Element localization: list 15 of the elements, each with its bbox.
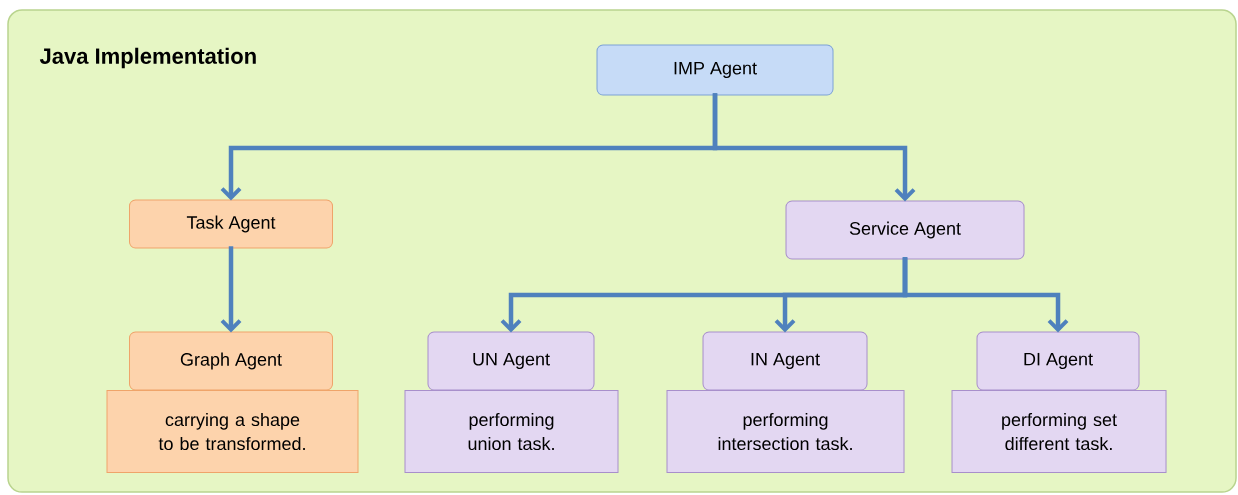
agent-box: IN Agent <box>702 331 868 391</box>
arrow <box>712 93 916 202</box>
description-box: performing set different task. <box>951 390 1167 473</box>
agent-box: Graph Agent <box>129 331 333 391</box>
agent-box: IMP Agent <box>596 44 834 96</box>
arrow <box>902 257 1069 333</box>
description-box: performing intersection task. <box>666 390 905 473</box>
arrow <box>220 246 242 333</box>
description-box: carrying a shape to be transformed. <box>106 390 359 473</box>
agent-box: UN Agent <box>427 331 595 391</box>
description-box: performing union task. <box>404 390 619 473</box>
agent-box: Task Agent <box>129 199 333 249</box>
agent-box: Service Agent <box>785 200 1025 260</box>
agent-box: DI Agent <box>976 331 1140 391</box>
title: Java Implementation <box>39 47 256 69</box>
